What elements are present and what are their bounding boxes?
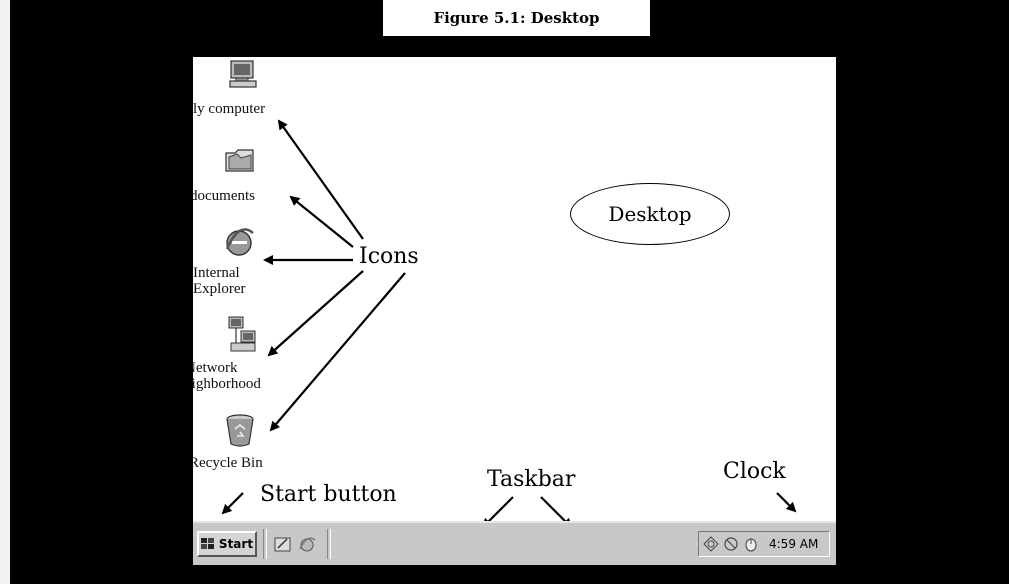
computer-icon[interactable] <box>227 59 259 89</box>
annotation-start-button: Start button <box>260 482 397 507</box>
annotation-taskbar: Taskbar <box>487 467 576 492</box>
icon-label-internet-explorer: Internal Explorer <box>193 265 246 297</box>
mouse-icon[interactable] <box>743 536 759 552</box>
disabled-status-icon[interactable] <box>723 536 739 552</box>
recycle-bin-icon[interactable] <box>223 412 257 448</box>
system-tray: 4:59 AM <box>698 531 830 557</box>
figure-title: Figure 5.1: Desktop <box>383 0 650 36</box>
windows-logo-icon <box>200 538 214 549</box>
network-status-icon[interactable] <box>703 536 719 552</box>
network-icon[interactable] <box>227 315 259 355</box>
icon-label-network: Network eighborhood <box>193 360 261 392</box>
browser-quicklaunch-icon[interactable] <box>297 534 317 554</box>
start-button[interactable]: Start <box>197 531 257 557</box>
show-desktop-icon[interactable] <box>273 534 293 554</box>
clock[interactable]: 4:59 AM <box>769 537 819 551</box>
desktop-callout-oval: Desktop <box>570 183 730 245</box>
taskbar-separator <box>263 529 267 559</box>
annotation-icons: Icons <box>359 244 419 269</box>
icon-label-my-computer: ly computer <box>193 101 266 117</box>
start-button-label: Start <box>218 537 254 551</box>
desktop-screen[interactable]: ly computer documents Internal Explorer <box>193 57 836 565</box>
annotation-desktop: Desktop <box>608 202 692 226</box>
left-margin-strip <box>0 0 10 584</box>
internet-explorer-icon[interactable] <box>223 225 257 259</box>
annotation-arrows <box>221 119 797 529</box>
taskbar-separator <box>327 529 331 559</box>
icon-label-recycle-bin: Recycle Bin <box>193 455 263 471</box>
taskbar[interactable]: Start 4:59 AM <box>193 521 836 565</box>
annotation-clock: Clock <box>723 459 786 484</box>
folder-icon[interactable] <box>223 145 257 175</box>
icon-label-documents: documents <box>193 188 255 204</box>
